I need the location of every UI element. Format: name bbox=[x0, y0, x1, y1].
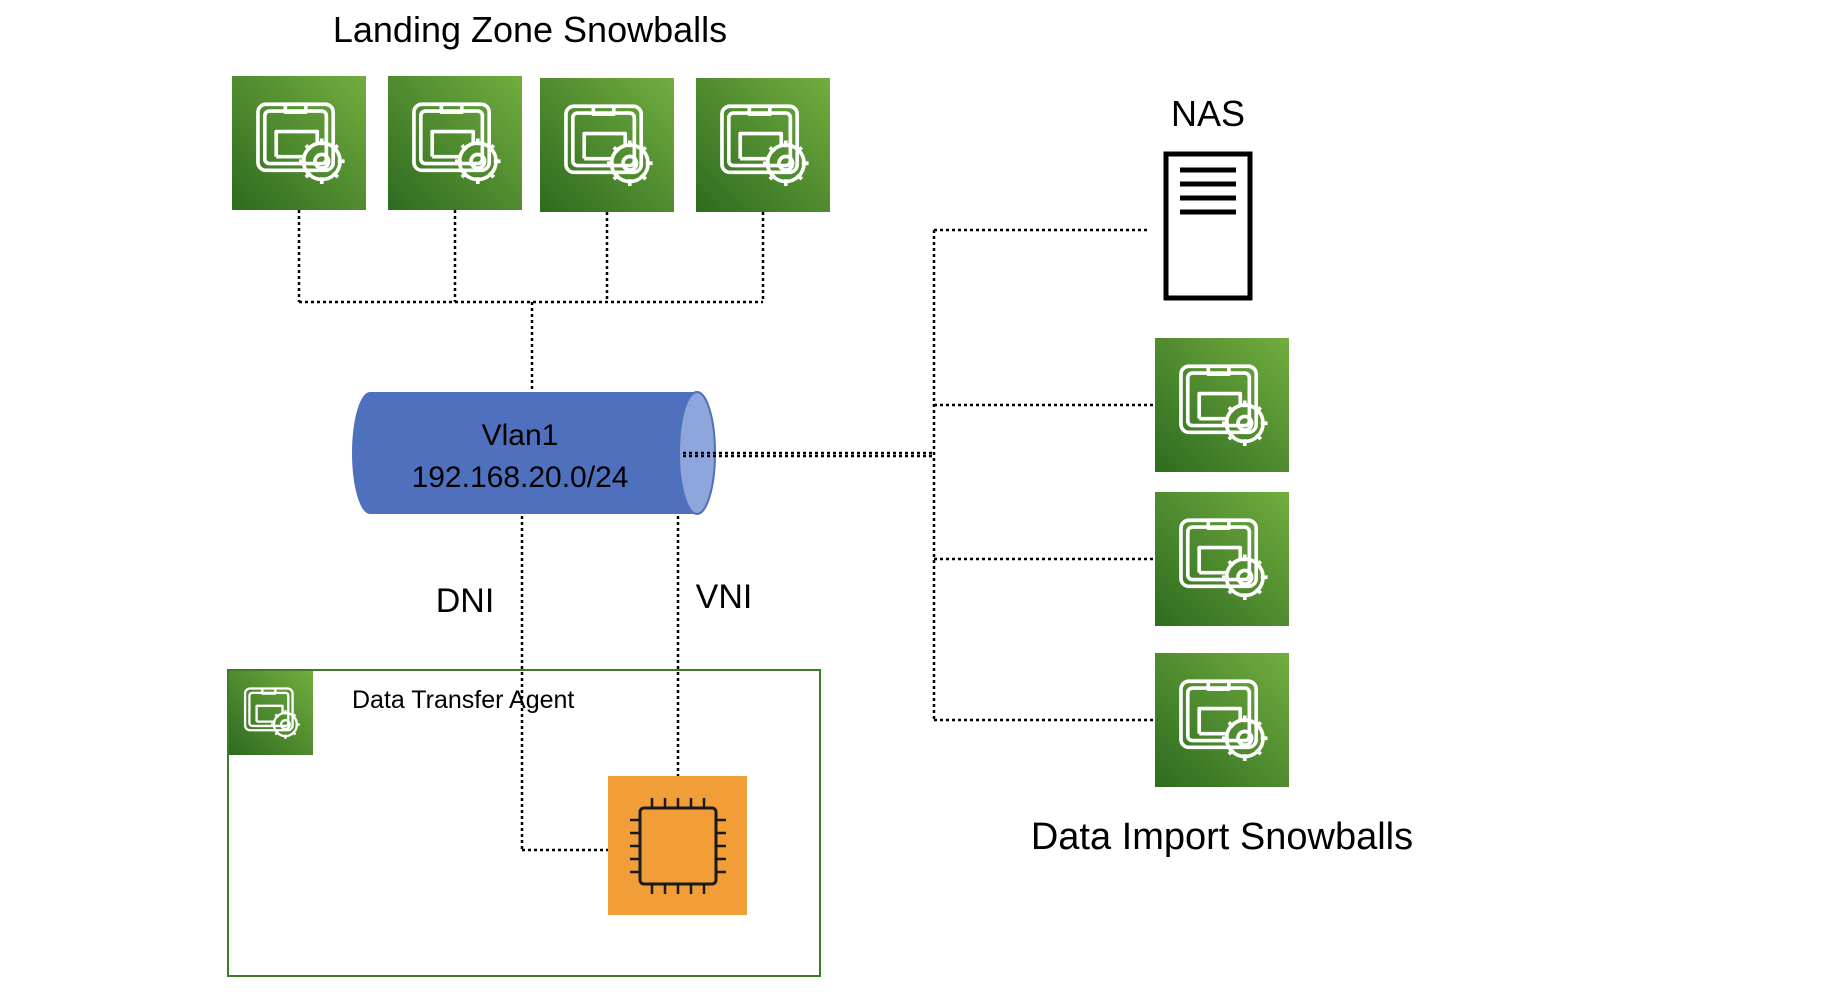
right-connectors bbox=[683, 228, 1155, 722]
data-transfer-agent-box bbox=[227, 669, 821, 977]
import-snowball-1 bbox=[1155, 338, 1289, 472]
vni-label: VNI bbox=[696, 578, 753, 616]
import-snowball-3 bbox=[1155, 653, 1289, 787]
vlan-subnet: 192.168.20.0/24 bbox=[412, 461, 629, 494]
landing-snowball-4 bbox=[696, 78, 830, 212]
import-snowballs-title: Data Import Snowballs bbox=[1031, 816, 1413, 858]
nas-server-icon bbox=[1163, 151, 1253, 301]
agent-connectors bbox=[520, 516, 680, 852]
landing-snowball-1 bbox=[232, 76, 366, 210]
processor-chip-icon bbox=[608, 776, 747, 915]
landing-snowball-3 bbox=[540, 78, 674, 212]
agent-snowball-icon bbox=[229, 671, 313, 755]
vlan-cylinder bbox=[352, 391, 716, 515]
vlan-name: Vlan1 bbox=[482, 419, 559, 452]
dni-label: DNI bbox=[436, 582, 495, 620]
landing-snowball-2 bbox=[388, 76, 522, 210]
nas-label: NAS bbox=[1171, 93, 1245, 134]
landing-connectors bbox=[297, 210, 765, 392]
import-snowball-2 bbox=[1155, 492, 1289, 626]
agent-label: Data Transfer Agent bbox=[352, 686, 574, 714]
landing-zone-title: Landing Zone Snowballs bbox=[333, 9, 727, 50]
